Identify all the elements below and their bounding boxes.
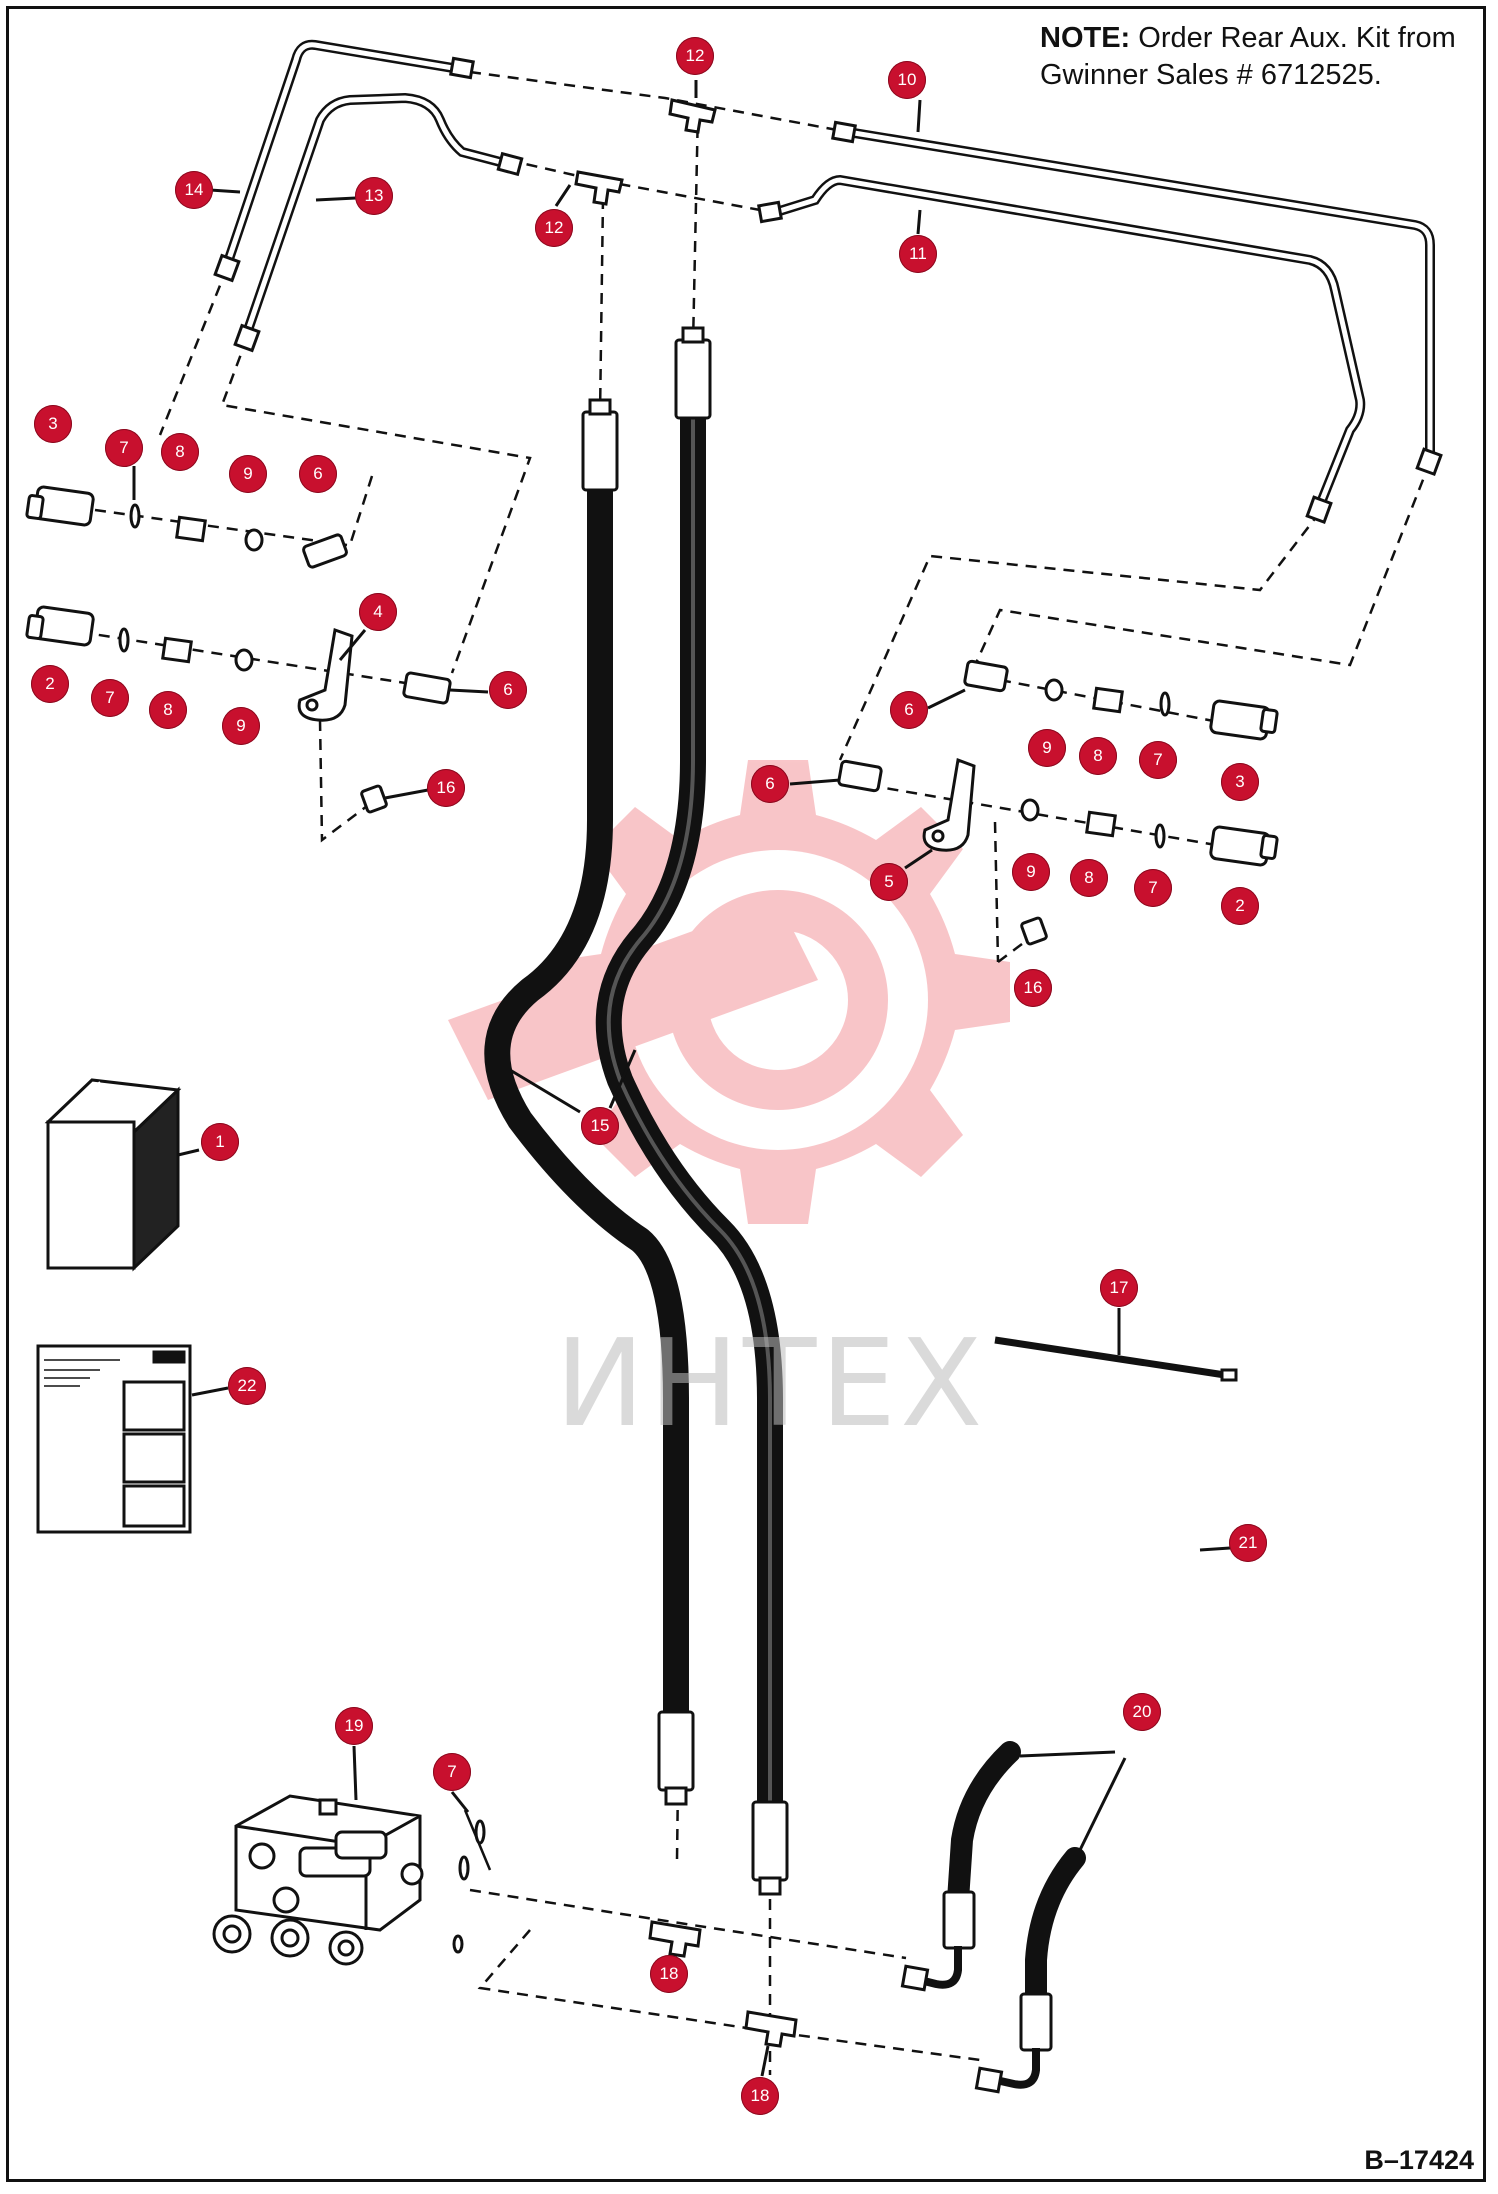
tee-fittings-upper bbox=[574, 98, 717, 206]
callout-marker-9[interactable]: 9 bbox=[229, 455, 267, 493]
callout-marker-7[interactable]: 7 bbox=[91, 679, 129, 717]
callout-marker-9[interactable]: 9 bbox=[222, 707, 260, 745]
callout-marker-18[interactable]: 18 bbox=[741, 2077, 779, 2115]
note-label: NOTE: bbox=[1040, 22, 1131, 54]
callout-marker-12[interactable]: 12 bbox=[676, 37, 714, 75]
callout-marker-5[interactable]: 5 bbox=[870, 863, 908, 901]
callout-marker-7[interactable]: 7 bbox=[105, 429, 143, 467]
callout-marker-16[interactable]: 16 bbox=[1014, 969, 1052, 1007]
callout-marker-4[interactable]: 4 bbox=[359, 593, 397, 631]
callout-marker-21[interactable]: 21 bbox=[1229, 1524, 1267, 1562]
callout-marker-16[interactable]: 16 bbox=[427, 769, 465, 807]
callout-marker-17[interactable]: 17 bbox=[1100, 1269, 1138, 1307]
rigid-tubes bbox=[223, 39, 1435, 510]
callout-marker-19[interactable]: 19 bbox=[335, 1707, 373, 1745]
callout-marker-18[interactable]: 18 bbox=[650, 1955, 688, 1993]
callout-marker-20[interactable]: 20 bbox=[1123, 1693, 1161, 1731]
callout-marker-1[interactable]: 1 bbox=[201, 1123, 239, 1161]
callout-marker-15[interactable]: 15 bbox=[581, 1107, 619, 1145]
callout-marker-9[interactable]: 9 bbox=[1012, 853, 1050, 891]
note-text: NOTE: Order Rear Aux. Kit from Gwinner S… bbox=[1040, 20, 1498, 94]
callout-marker-6[interactable]: 6 bbox=[489, 671, 527, 709]
right-coupler-group bbox=[837, 659, 1279, 946]
tube-nuts bbox=[213, 56, 1443, 525]
callout-marker-7[interactable]: 7 bbox=[433, 1753, 471, 1791]
callout-marker-3[interactable]: 3 bbox=[1221, 763, 1259, 801]
callout-marker-6[interactable]: 6 bbox=[299, 455, 337, 493]
short-hose-fittings bbox=[900, 1890, 1053, 2094]
long-hoses bbox=[484, 387, 783, 1823]
decal-sheet bbox=[36, 1344, 192, 1534]
callout-marker-8[interactable]: 8 bbox=[161, 433, 199, 471]
cable-tie bbox=[994, 1336, 1238, 1382]
callout-marker-22[interactable]: 22 bbox=[228, 1367, 266, 1405]
diverter-valve bbox=[212, 1794, 492, 1966]
callout-marker-6[interactable]: 6 bbox=[890, 691, 928, 729]
callout-marker-12[interactable]: 12 bbox=[535, 209, 573, 247]
callout-marker-14[interactable]: 14 bbox=[175, 171, 213, 209]
manual-box bbox=[44, 1078, 182, 1272]
callout-marker-10[interactable]: 10 bbox=[888, 61, 926, 99]
callout-marker-11[interactable]: 11 bbox=[899, 235, 937, 273]
callout-marker-7[interactable]: 7 bbox=[1139, 741, 1177, 779]
callout-marker-2[interactable]: 2 bbox=[31, 665, 69, 703]
left-coupler-group bbox=[25, 485, 452, 814]
callout-marker-7[interactable]: 7 bbox=[1134, 869, 1172, 907]
hose-end-fittings bbox=[581, 326, 789, 1896]
callout-marker-9[interactable]: 9 bbox=[1028, 729, 1066, 767]
callout-marker-3[interactable]: 3 bbox=[34, 405, 72, 443]
tee-fittings-lower bbox=[648, 1920, 798, 2048]
figure-id: B–17424 bbox=[1364, 2145, 1474, 2175]
callout-marker-2[interactable]: 2 bbox=[1221, 887, 1259, 925]
callout-marker-8[interactable]: 8 bbox=[149, 691, 187, 729]
callout-marker-8[interactable]: 8 bbox=[1070, 859, 1108, 897]
callout-marker-6[interactable]: 6 bbox=[751, 765, 789, 803]
callout-marker-13[interactable]: 13 bbox=[355, 177, 393, 215]
callout-marker-8[interactable]: 8 bbox=[1079, 737, 1117, 775]
watermark-text: ИНТЕХ bbox=[555, 1315, 987, 1454]
note-body: Order Rear Aux. Kit from Gwinner Sales #… bbox=[1040, 22, 1456, 91]
short-hoses bbox=[947, 1741, 1086, 2011]
